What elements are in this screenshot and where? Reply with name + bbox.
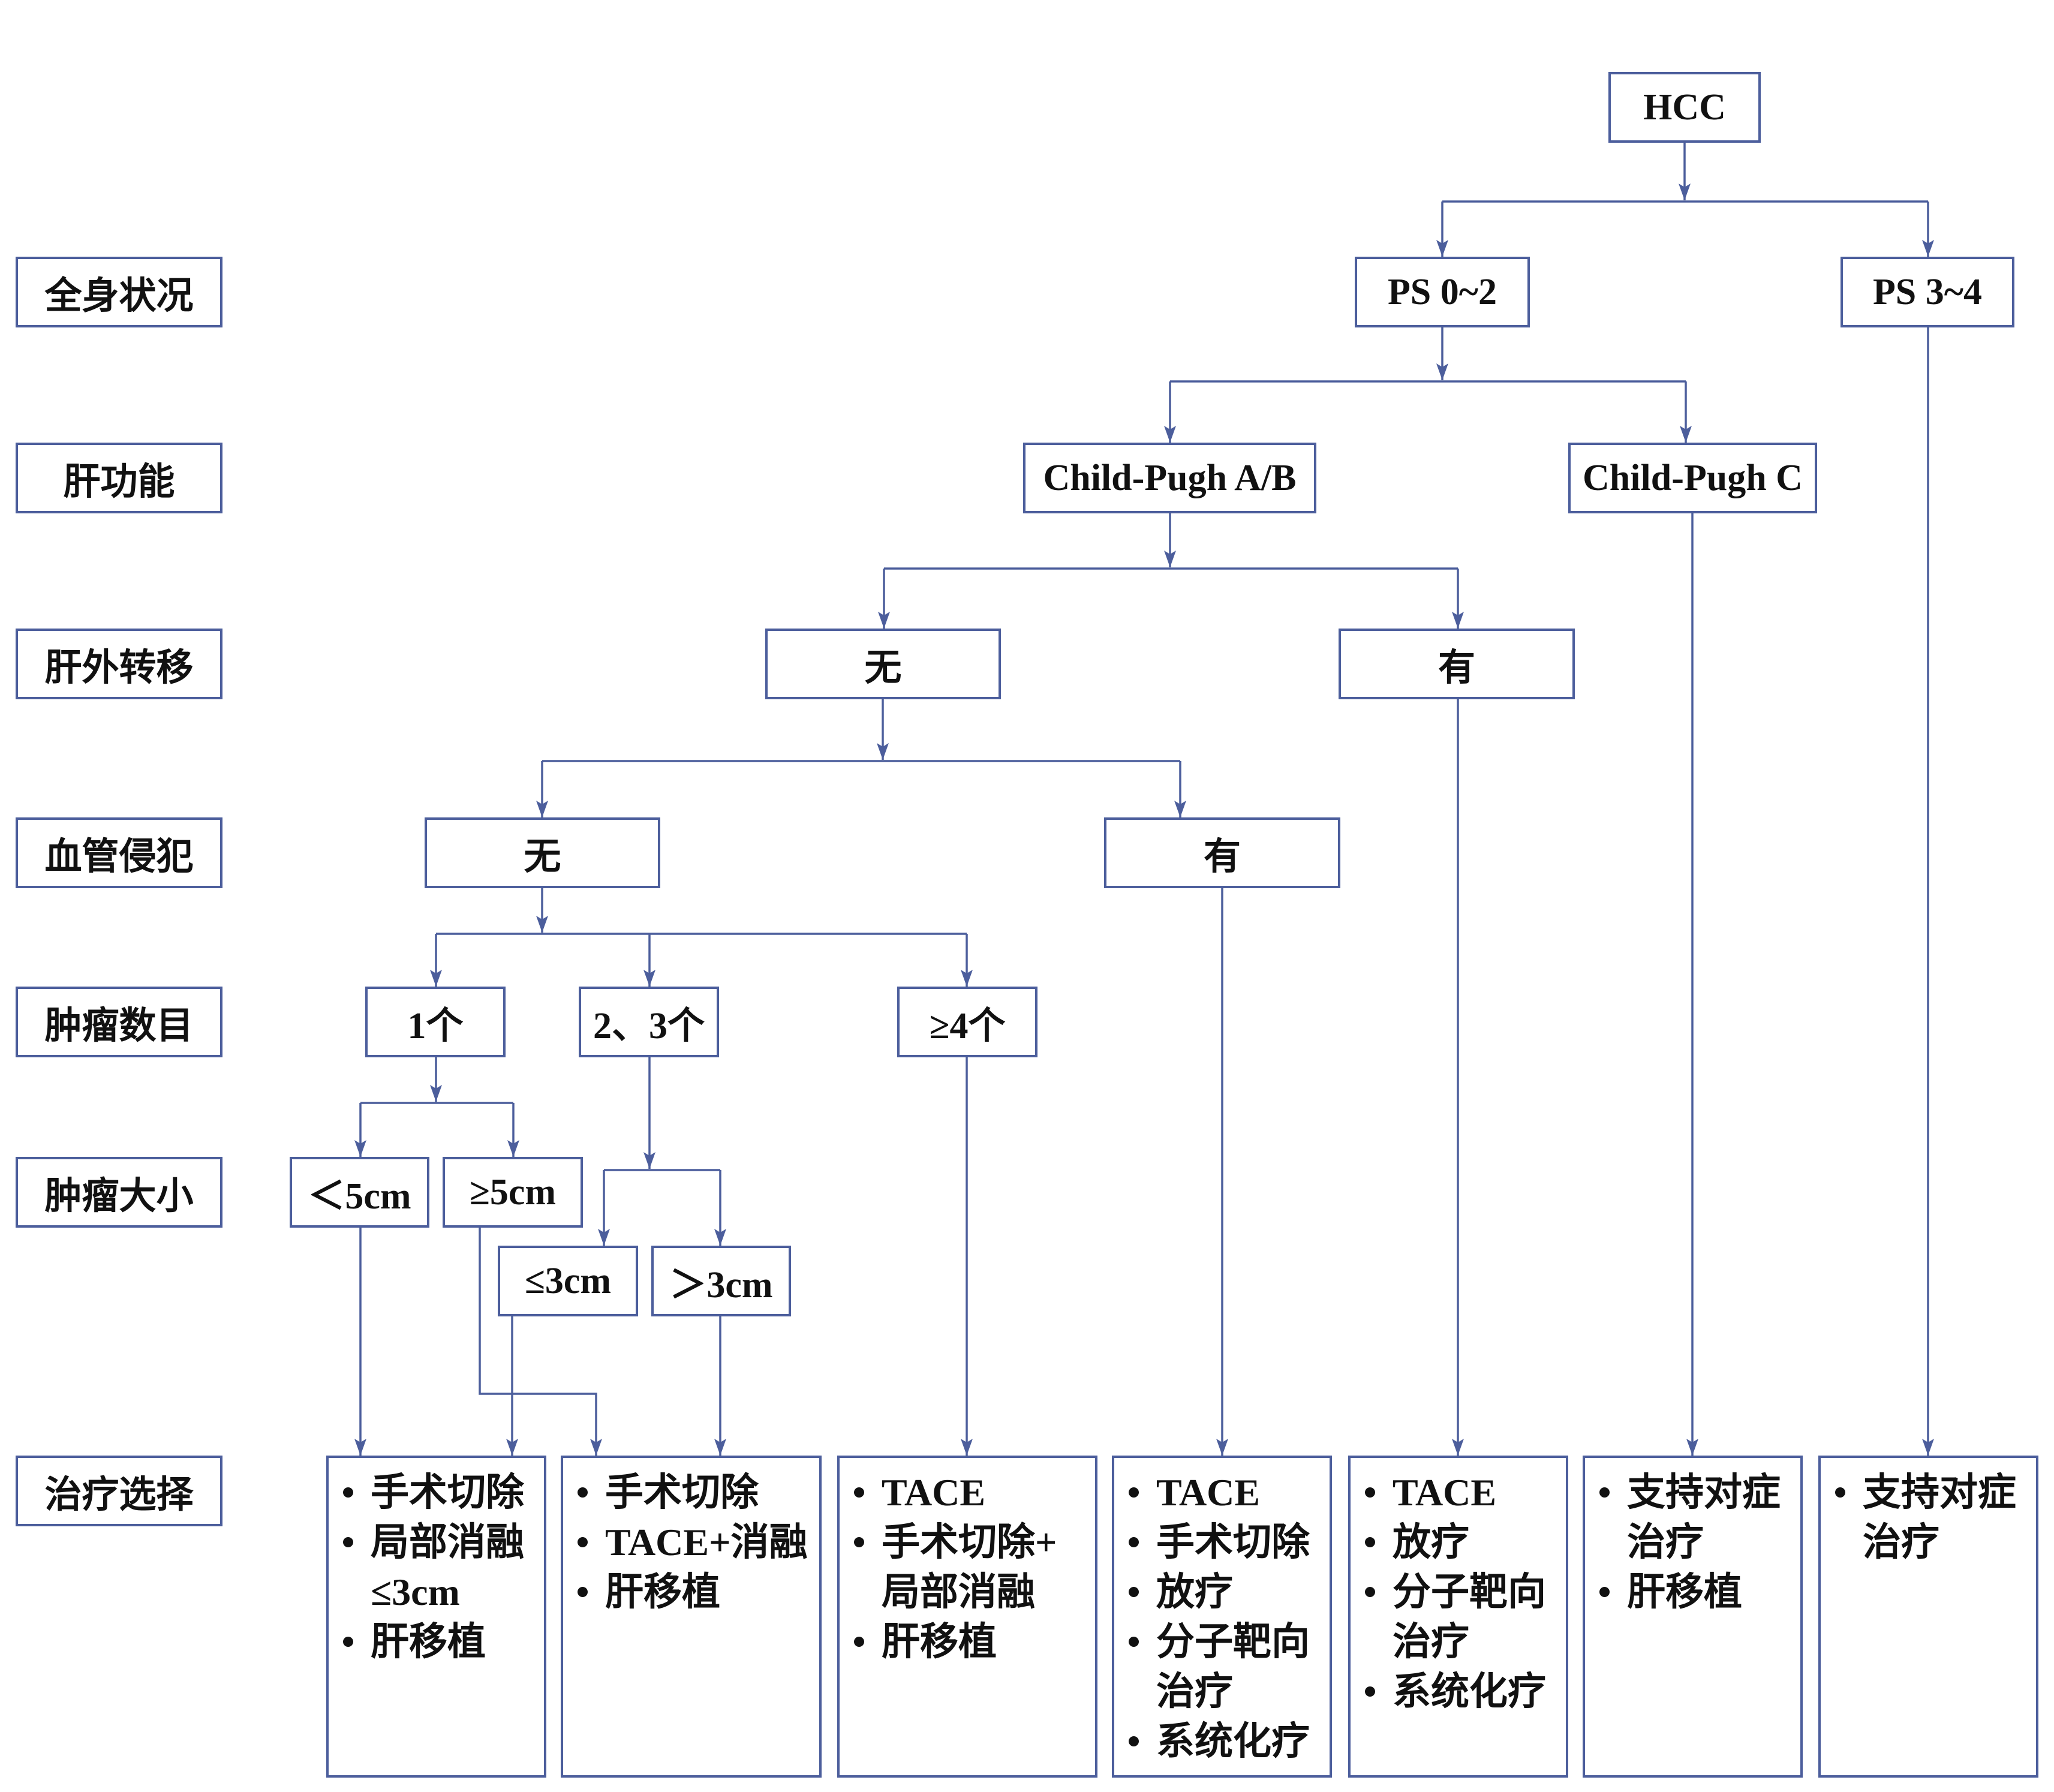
connector-size-ge5-to-treatment-2 <box>479 1228 602 1456</box>
treatment-item: 分子靶向治疗 <box>1365 1567 1566 1667</box>
row-label-vascular-invasion: 血管侵犯 <box>16 817 222 888</box>
treatment-item-text: 分子靶向 <box>1156 1620 1310 1663</box>
treatment-item: TACE <box>1365 1468 1566 1517</box>
node-hcc: HCC <box>1608 72 1761 143</box>
treatment-item: 肝移植 <box>854 1617 1095 1667</box>
treatment-list: 手术切除 TACE+消融 肝移植 <box>563 1458 819 1617</box>
node-vascular-no: 无 <box>425 817 660 888</box>
treatment-item: 放疗 <box>1365 1517 1566 1567</box>
treatment-item-text: 肝移植 <box>882 1620 997 1663</box>
treatment-item: 局部消融 ≤3cm <box>343 1517 544 1617</box>
treatment-item: 系统化疗 <box>1365 1667 1566 1716</box>
row-label-liver-function: 肝功能 <box>16 443 222 513</box>
treatment-item-text: 局部消融 <box>371 1521 524 1564</box>
treatment-list: TACE 手术切除 放疗 分子靶向治疗 系统化疗 <box>1114 1458 1330 1766</box>
treatment-item-text: 放疗 <box>1393 1521 1469 1564</box>
treatment-item: TACE+消融 <box>578 1517 819 1567</box>
treatment-box-2: 手术切除 TACE+消融 肝移植 <box>561 1456 822 1778</box>
treatment-item-text: 系统化疗 <box>1393 1670 1546 1713</box>
treatment-item-text: TACE+消融 <box>605 1521 808 1564</box>
treatment-item: 分子靶向治疗 <box>1129 1617 1330 1716</box>
treatment-item-text: 肝移植 <box>605 1571 720 1613</box>
node-vascular-yes: 有 <box>1104 817 1340 888</box>
treatment-item: 手术切除+ 局部消融 <box>854 1517 1095 1617</box>
treatment-item: 支持对症治疗 <box>1599 1468 1800 1567</box>
treatment-item-text: 治疗 <box>1863 1521 1939 1564</box>
node-size-lt5: ＜5cm <box>290 1157 429 1228</box>
treatment-box-4: TACE 手术切除 放疗 分子靶向治疗 系统化疗 <box>1112 1456 1332 1778</box>
treatment-box-6: 支持对症治疗 肝移植 <box>1583 1456 1803 1778</box>
node-child-pugh-c: Child-Pugh C <box>1568 443 1817 513</box>
treatment-item: 手术切除 <box>1129 1517 1330 1567</box>
treatment-item: 支持对症治疗 <box>1835 1468 2036 1567</box>
row-label-extrahepatic-metastasis: 肝外转移 <box>16 629 222 699</box>
treatment-item: 肝移植 <box>343 1617 544 1667</box>
treatment-box-1: 手术切除 局部消融 ≤3cm 肝移植 <box>326 1456 546 1778</box>
treatment-item-text: 手术切除 <box>605 1471 759 1514</box>
treatment-item: 手术切除 <box>343 1468 544 1517</box>
treatment-list: 支持对症治疗 肝移植 <box>1585 1458 1800 1617</box>
treatment-list: 手术切除 局部消融 ≤3cm 肝移植 <box>329 1458 544 1667</box>
treatment-item-text: 肝移植 <box>371 1620 486 1663</box>
treatment-item-text: 治疗 <box>1156 1670 1233 1713</box>
treatment-item-text: 手术切除+ <box>882 1521 1057 1564</box>
treatment-item: 放疗 <box>1129 1567 1330 1617</box>
node-ps-3-4: PS 3~4 <box>1841 257 2014 327</box>
treatment-item-text: 局部消融 <box>882 1571 1035 1613</box>
treatment-item-text: 手术切除 <box>371 1471 524 1514</box>
treatment-item-text: 肝移植 <box>1627 1571 1742 1613</box>
treatment-item: TACE <box>1129 1468 1330 1517</box>
row-label-treatment-choice: 治疗选择 <box>16 1456 222 1526</box>
treatment-item-text: 治疗 <box>1393 1620 1469 1663</box>
treatment-item: 肝移植 <box>1599 1567 1800 1617</box>
treatment-item: 肝移植 <box>578 1567 819 1617</box>
treatment-item: 手术切除 <box>578 1468 819 1517</box>
node-size-le3: ≤3cm <box>498 1246 638 1316</box>
treatment-item-text: ≤3cm <box>371 1571 460 1613</box>
treatment-item-text: 支持对症 <box>1627 1471 1781 1514</box>
treatment-item: 系统化疗 <box>1129 1716 1330 1766</box>
treatment-box-5: TACE 放疗 分子靶向治疗 系统化疗 <box>1348 1456 1568 1778</box>
treatment-list: TACE 手术切除+ 局部消融 肝移植 <box>840 1458 1095 1667</box>
node-tumor-2-3: 2、3个 <box>579 987 719 1057</box>
node-metastasis-no: 无 <box>765 629 1001 699</box>
row-label-general-status: 全身状况 <box>16 257 222 327</box>
treatment-item-text: TACE <box>1393 1471 1497 1514</box>
treatment-list: 支持对症治疗 <box>1821 1458 2036 1567</box>
node-size-gt3: ＞3cm <box>651 1246 791 1316</box>
node-child-pugh-ab: Child-Pugh A/B <box>1023 443 1316 513</box>
treatment-item: TACE <box>854 1468 1095 1517</box>
treatment-item-text: TACE <box>1156 1471 1261 1514</box>
treatment-item-text: 支持对症 <box>1863 1471 2016 1514</box>
treatment-item-text: 分子靶向 <box>1393 1571 1546 1613</box>
treatment-item-text: 治疗 <box>1627 1521 1704 1564</box>
treatment-item-text: 系统化疗 <box>1156 1720 1310 1763</box>
row-label-tumor-number: 肿瘤数目 <box>16 987 222 1057</box>
node-tumor-4plus: ≥4个 <box>897 987 1037 1057</box>
treatment-item-text: 放疗 <box>1156 1571 1233 1613</box>
node-metastasis-yes: 有 <box>1339 629 1575 699</box>
treatment-item-text: TACE <box>882 1471 986 1514</box>
row-label-tumor-size: 肿瘤大小 <box>16 1157 222 1228</box>
node-size-ge5: ≥5cm <box>443 1157 583 1228</box>
node-ps-0-2: PS 0~2 <box>1355 257 1530 327</box>
node-tumor-1: 1个 <box>365 987 506 1057</box>
treatment-box-3: TACE 手术切除+ 局部消融 肝移植 <box>837 1456 1097 1778</box>
treatment-box-7: 支持对症治疗 <box>1818 1456 2038 1778</box>
treatment-list: TACE 放疗 分子靶向治疗 系统化疗 <box>1351 1458 1566 1716</box>
treatment-item-text: 手术切除 <box>1156 1521 1310 1564</box>
